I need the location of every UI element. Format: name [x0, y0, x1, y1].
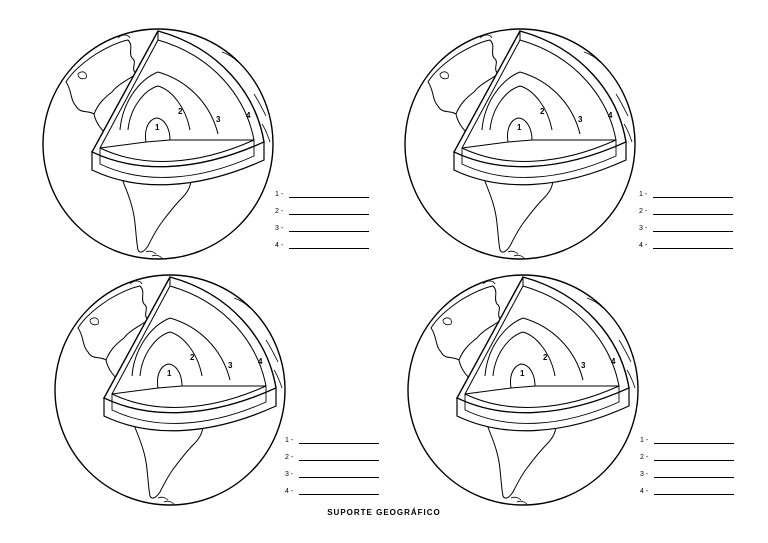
layer-label-4: 4 — [246, 111, 251, 120]
legend-number: 4 - — [639, 242, 648, 249]
layer-label-3: 3 — [581, 361, 586, 370]
legend-row-3: 3 - — [640, 470, 740, 480]
legend-row-2: 2 - — [639, 207, 739, 217]
legend-row-1: 1 - — [275, 190, 375, 200]
legend-number: 2 - — [640, 454, 649, 461]
layer-label-1: 1 — [517, 123, 522, 132]
layer-label-1: 1 — [520, 369, 525, 378]
answer-blank-line[interactable] — [299, 477, 379, 478]
legend-number: 1 - — [275, 191, 284, 198]
legend-row-4: 4 - — [640, 487, 740, 497]
layer-label-2: 2 — [540, 107, 545, 116]
answer-blank-line[interactable] — [654, 477, 734, 478]
answer-blank-line[interactable] — [299, 460, 379, 461]
layer-label-2: 2 — [543, 353, 548, 362]
answer-blank-line[interactable] — [289, 248, 369, 249]
legend-row-1: 1 - — [285, 436, 385, 446]
answer-blank-line[interactable] — [654, 460, 734, 461]
layer-label-4: 4 — [608, 111, 613, 120]
legend-number: 2 - — [639, 208, 648, 215]
globe-diagram-2: 1 2 3 4 — [404, 28, 636, 260]
answer-blank-line[interactable] — [654, 443, 734, 444]
answer-blank-line[interactable] — [653, 197, 733, 198]
layer-label-1: 1 — [155, 123, 160, 132]
legend-number: 3 - — [639, 225, 648, 232]
legend-number: 4 - — [275, 242, 284, 249]
layer-label-3: 3 — [216, 115, 221, 124]
answer-blank-line[interactable] — [654, 494, 734, 495]
layer-label-4: 4 — [611, 357, 616, 366]
legend-number: 3 - — [640, 471, 649, 478]
globe-diagram-1: 1 2 3 4 — [42, 28, 274, 260]
legend-number: 2 - — [285, 454, 294, 461]
answer-blank-line[interactable] — [653, 248, 733, 249]
legend-number: 3 - — [285, 471, 294, 478]
answer-blank-line[interactable] — [289, 214, 369, 215]
legend-number: 1 - — [639, 191, 648, 198]
answer-blank-line[interactable] — [653, 231, 733, 232]
legend-number: 4 - — [640, 488, 649, 495]
layer-label-1: 1 — [167, 369, 172, 378]
legend-row-2: 2 - — [285, 453, 385, 463]
footer-credit: SUPORTE GEOGRÁFICO — [327, 508, 441, 517]
layer-label-2: 2 — [178, 107, 183, 116]
legend-row-3: 3 - — [275, 224, 375, 234]
globe-diagram-4: 1 2 3 4 — [407, 274, 639, 506]
legend-number: 3 - — [275, 225, 284, 232]
legend-number: 2 - — [275, 208, 284, 215]
legend-row-2: 2 - — [640, 453, 740, 463]
legend-row-3: 3 - — [285, 470, 385, 480]
layer-label-3: 3 — [228, 361, 233, 370]
answer-blank-line[interactable] — [289, 231, 369, 232]
legend-number: 4 - — [285, 488, 294, 495]
legend-row-3: 3 - — [639, 224, 739, 234]
globe-diagram-3: 1 2 3 4 — [54, 274, 286, 506]
legend-number: 1 - — [285, 437, 294, 444]
legend-row-4: 4 - — [639, 241, 739, 251]
layer-label-4: 4 — [258, 357, 263, 366]
answer-blank-line[interactable] — [299, 494, 379, 495]
answer-blank-line[interactable] — [653, 214, 733, 215]
layer-label-2: 2 — [190, 353, 195, 362]
legend-row-4: 4 - — [275, 241, 375, 251]
legend-row-1: 1 - — [640, 436, 740, 446]
legend-row-4: 4 - — [285, 487, 385, 497]
layer-label-3: 3 — [578, 115, 583, 124]
legend-row-2: 2 - — [275, 207, 375, 217]
legend-number: 1 - — [640, 437, 649, 444]
legend-row-1: 1 - — [639, 190, 739, 200]
answer-blank-line[interactable] — [289, 197, 369, 198]
answer-blank-line[interactable] — [299, 443, 379, 444]
